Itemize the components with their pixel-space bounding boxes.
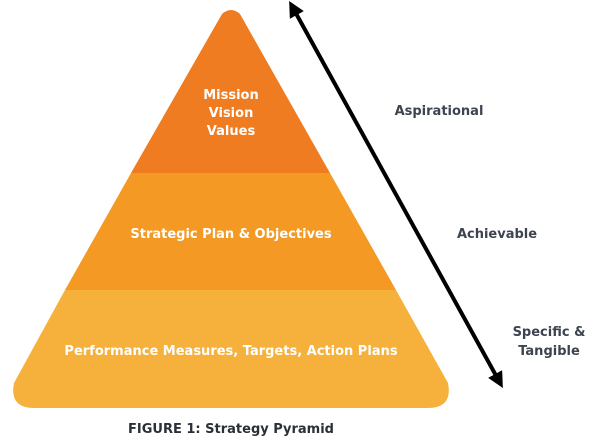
scale-label-tangible: Tangible	[518, 344, 580, 359]
tier-middle-label: Strategic Plan & Objectives	[130, 227, 331, 242]
scale-label-specific: Specific &	[513, 325, 586, 340]
figure-caption: FIGURE 1: Strategy Pyramid	[128, 422, 334, 437]
scale-label-achievable: Achievable	[457, 227, 537, 242]
double-headed-arrow	[289, 0, 503, 389]
tier-top-label-values: Values	[207, 124, 256, 139]
pyramid-tier-top	[131, 10, 330, 173]
tier-bottom-label: Performance Measures, Targets, Action Pl…	[64, 344, 397, 359]
scale-label-aspirational: Aspirational	[395, 104, 484, 119]
tier-top-label-vision: Vision	[209, 106, 254, 121]
tier-top-label-mission: Mission	[203, 88, 259, 103]
